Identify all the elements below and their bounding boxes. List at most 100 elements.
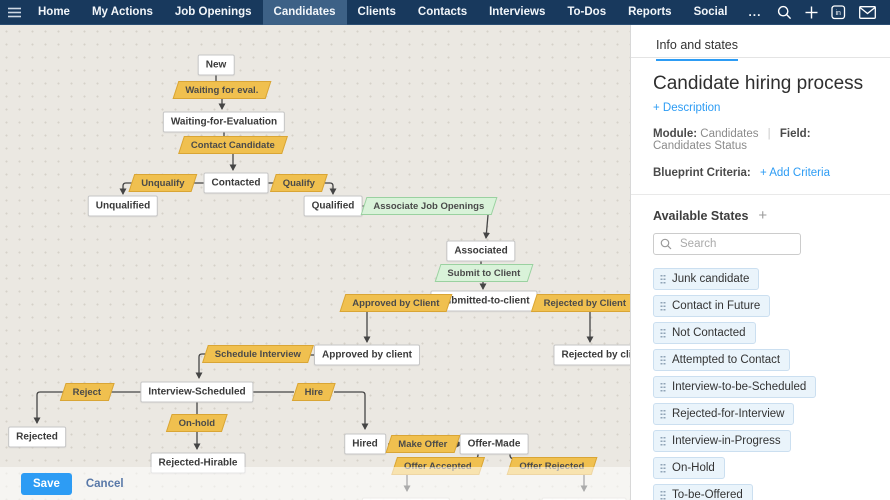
search-icon[interactable] xyxy=(777,5,792,20)
whats-new-icon[interactable]: in xyxy=(831,4,846,20)
state-node-new[interactable]: New xyxy=(197,54,235,76)
nav-more-button[interactable]: ... xyxy=(748,4,762,19)
transition-label: Schedule Interview xyxy=(214,348,302,360)
transition-node-unqualify[interactable]: Unqualify xyxy=(128,174,198,192)
transition-node-contact-candidate[interactable]: Contact Candidate xyxy=(178,136,288,154)
drag-handle-icon[interactable] xyxy=(660,382,666,392)
drag-handle-icon[interactable] xyxy=(660,490,666,500)
state-chip-not-contacted[interactable]: Not Contacted xyxy=(653,322,756,344)
transition-node-schedule-interview[interactable]: Schedule Interview xyxy=(202,345,314,363)
nav-items: Home My Actions Job Openings Candidates Clie… xyxy=(27,0,738,25)
tab-info-and-states[interactable]: Info and states xyxy=(656,38,739,61)
nav-item-my-actions[interactable]: My Actions xyxy=(91,5,153,18)
criteria-label: Blueprint Criteria: xyxy=(653,167,751,179)
transition-node-reject[interactable]: Reject xyxy=(59,383,115,401)
drag-handle-icon[interactable] xyxy=(660,328,666,338)
state-node-hired[interactable]: Hired xyxy=(344,433,386,455)
add-icon[interactable] xyxy=(805,6,818,19)
drag-handle-icon[interactable] xyxy=(660,301,666,311)
transition-label: On-hold xyxy=(178,417,216,429)
transition-node-waiting-for-eval[interactable]: Waiting for eval. xyxy=(172,81,272,99)
state-chip-label: Attempted to Contact xyxy=(672,354,781,366)
nav-item-reports[interactable]: Reports xyxy=(628,5,672,18)
transition-node-make-offer[interactable]: Make Offer xyxy=(385,435,461,453)
drag-handle-icon[interactable] xyxy=(660,355,666,365)
state-node-offer-made[interactable]: Offer-Made xyxy=(459,433,529,455)
transition-label: Rejected by Client xyxy=(543,297,627,309)
state-node-waiting-for-evaluation[interactable]: Waiting-for-Evaluation xyxy=(162,111,286,133)
nav-item-home[interactable]: Home xyxy=(38,5,70,18)
transition-node-qualify[interactable]: Qualify xyxy=(269,174,329,192)
state-node-interview-scheduled[interactable]: Interview-Scheduled xyxy=(140,381,254,403)
flow-connector xyxy=(119,182,136,195)
add-state-button[interactable]: + xyxy=(758,207,768,224)
state-node-qualified[interactable]: Qualified xyxy=(303,195,363,217)
flow-connectors xyxy=(33,73,594,492)
state-chip-interview-to-be-scheduled[interactable]: Interview-to-be-Scheduled xyxy=(653,376,817,398)
cancel-button[interactable]: Cancel xyxy=(85,477,124,490)
state-chip-junk-candidate[interactable]: Junk candidate xyxy=(653,268,760,290)
module-label: Module: xyxy=(653,128,698,140)
blueprint-criteria-row: Blueprint Criteria: + Add Criteria xyxy=(653,167,868,179)
panel-tabbar: Info and states xyxy=(631,25,890,61)
nav-right-icons: in xyxy=(777,4,890,20)
info-panel: Info and states Candidate hiring process… xyxy=(630,25,890,500)
drag-handle-icon[interactable] xyxy=(660,463,666,473)
state-chip-label: Interview-in-Progress xyxy=(672,435,781,447)
state-chip-to-be-offered[interactable]: To-be-Offered xyxy=(653,484,753,500)
drag-handle-icon[interactable] xyxy=(660,409,666,419)
transition-node-submit-to-client[interactable]: Submit to Client xyxy=(434,264,534,282)
state-chip-label: Not Contacted xyxy=(672,327,746,339)
transition-node-approved-by-client[interactable]: Approved by Client xyxy=(339,294,453,312)
transition-label: Qualify xyxy=(282,177,316,189)
state-chip-attempted-to-contact[interactable]: Attempted to Contact xyxy=(653,349,791,371)
transition-node-associate-job-openings[interactable]: Associate Job Openings xyxy=(360,197,498,215)
drag-handle-icon[interactable] xyxy=(660,274,666,284)
state-chip-rejected-for-interview[interactable]: Rejected-for-Interview xyxy=(653,403,795,425)
hamburger-menu-icon[interactable] xyxy=(0,7,27,18)
nav-item-to-dos[interactable]: To-Dos xyxy=(567,5,607,18)
add-criteria-link[interactable]: + Add Criteria xyxy=(759,167,830,179)
nav-item-contacts[interactable]: Contacts xyxy=(417,5,468,18)
transition-label: Approved by Client xyxy=(352,297,440,309)
field-label: Field: xyxy=(779,128,811,140)
add-description-link[interactable]: + Description xyxy=(653,102,721,114)
state-node-approved-by-client[interactable]: Approved by client xyxy=(313,344,421,366)
drag-handle-icon[interactable] xyxy=(660,436,666,446)
transition-label: Submit to Client xyxy=(447,267,521,279)
transition-node-hire[interactable]: Hire xyxy=(291,383,337,401)
nav-item-social[interactable]: Social xyxy=(693,5,728,18)
save-button[interactable]: Save xyxy=(21,472,72,495)
state-node-rejected[interactable]: Rejected xyxy=(8,426,66,448)
state-chip-label: Contact in Future xyxy=(672,300,761,312)
nav-item-interviews[interactable]: Interviews xyxy=(489,5,546,18)
state-chip-contact-in-future[interactable]: Contact in Future xyxy=(653,295,771,317)
blueprint-title: Candidate hiring process xyxy=(653,73,864,94)
nav-item-clients[interactable]: Clients xyxy=(357,5,396,18)
state-chip-label: On-Hold xyxy=(672,462,715,474)
state-node-associated[interactable]: Associated xyxy=(446,240,516,262)
nav-item-job-openings[interactable]: Job Openings xyxy=(174,5,252,18)
transition-label: Make Offer xyxy=(398,438,448,450)
state-node-rejected-by-client[interactable]: Rejected by client xyxy=(553,344,630,366)
flow-connector xyxy=(195,353,213,379)
transition-node-rejected-by-client[interactable]: Rejected by Client xyxy=(530,294,630,312)
transition-label: Contact Candidate xyxy=(191,139,275,151)
states-search-input[interactable] xyxy=(653,233,801,255)
flow-connector xyxy=(33,391,65,424)
flow-connector xyxy=(334,391,369,430)
transition-node-on-hold[interactable]: On-hold xyxy=(165,414,229,432)
search-icon xyxy=(660,238,672,250)
nav-item-candidates[interactable]: Candidates xyxy=(262,0,347,25)
state-chip-on-hold[interactable]: On-Hold xyxy=(653,457,725,479)
state-node-contacted[interactable]: Contacted xyxy=(203,172,269,194)
flow-connector xyxy=(322,182,337,195)
state-chip-interview-in-progress[interactable]: Interview-in-Progress xyxy=(653,430,791,452)
panel-divider xyxy=(631,194,890,195)
field-value: Candidates Status xyxy=(653,140,747,152)
mail-icon[interactable] xyxy=(859,5,876,19)
transition-label: Reject xyxy=(72,386,102,398)
state-node-unqualified[interactable]: Unqualified xyxy=(87,195,159,217)
